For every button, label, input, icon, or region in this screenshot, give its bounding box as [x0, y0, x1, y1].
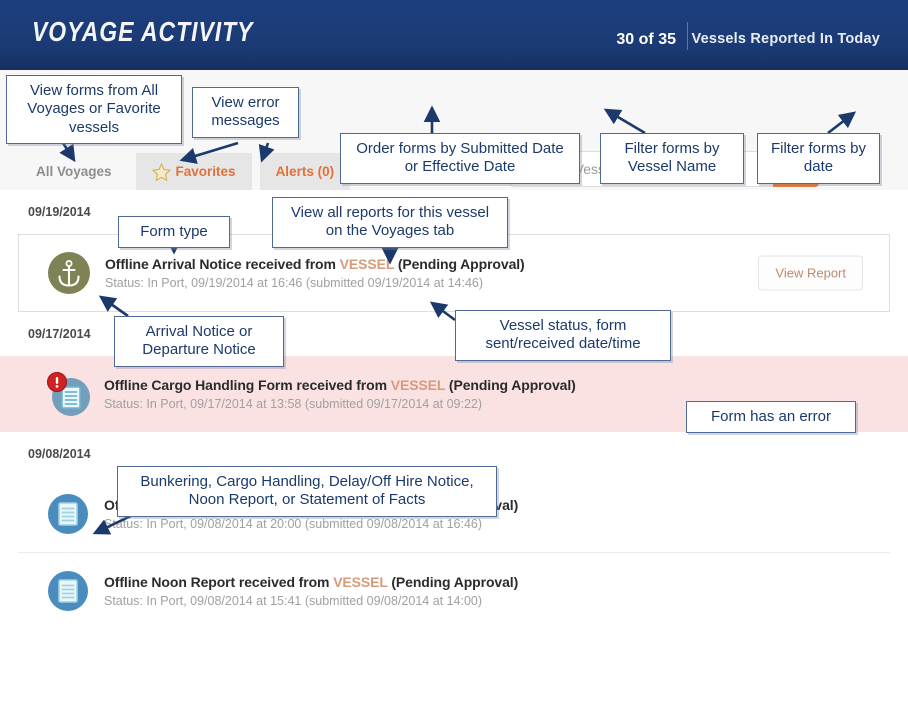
activity-status: Status: In Port, 09/17/2014 at 13:58 (su…: [104, 397, 483, 411]
header-subtitle: Vessels Reported In Today: [691, 31, 880, 47]
tab-bar: All Voyages Favorites Alerts (0): [20, 153, 351, 190]
document-icon: [46, 569, 90, 613]
tab-all-voyages-label: All Voyages: [36, 164, 112, 179]
activity-title-prefix: Offline Noon Report received from: [104, 574, 334, 590]
activity-title: Offline Cargo Handling Form received fro…: [104, 377, 908, 393]
activity-row[interactable]: Offline Noon Report received from VESSEL…: [18, 553, 890, 629]
vessel-count: 30 of 35: [616, 31, 676, 48]
activity-text: Offline Arrival Notice received from VES…: [105, 256, 889, 290]
callout-voyages-tab: View all reports for this vessel on the …: [272, 197, 508, 248]
vessel-name[interactable]: VESSEL: [390, 377, 446, 393]
activity-title: Offline Arrival Notice received from VES…: [105, 256, 889, 272]
document-icon: [46, 492, 90, 536]
activity-status: Status: In Port, 09/08/2014 at 15:41 (su…: [104, 594, 483, 608]
tab-favorites-label: Favorites: [175, 164, 236, 179]
activity-title-suffix: (Pending Approval): [387, 574, 519, 590]
activity-status: Status: In Port, 09/19/2014 at 16:46 (su…: [105, 276, 484, 290]
vessel-name[interactable]: VESSEL: [333, 574, 388, 590]
activity-text: Offline Cargo Handling Form received fro…: [104, 377, 908, 411]
header-divider: [687, 22, 688, 50]
vessel-name[interactable]: VESSEL: [339, 256, 395, 272]
page-title: VOYAGE ACTIVITY: [32, 16, 254, 47]
callout-form-type: Form type: [118, 216, 230, 249]
page-header: VOYAGE ACTIVITY 30 of 35 Vessels Reporte…: [0, 0, 908, 70]
tab-all-voyages[interactable]: All Voyages: [20, 153, 128, 190]
activity-text: Offline Noon Report received from VESSEL…: [104, 574, 890, 608]
activity-title-prefix: Offline Arrival Notice received from: [105, 256, 340, 272]
activity-title-prefix: Offline Cargo Handling Form received fro…: [104, 377, 391, 393]
callout-tabs: View forms from All Voyages or Favorite …: [6, 75, 182, 144]
activity-title-suffix: (Pending Approval): [445, 377, 576, 393]
view-report-button[interactable]: View Report: [758, 255, 863, 291]
tab-alerts[interactable]: Alerts (0): [259, 153, 351, 190]
callout-vessel-status: Vessel status, form sent/received date/t…: [455, 310, 671, 361]
activity-status: Status: In Port, 09/08/2014 at 20:00 (su…: [104, 517, 483, 531]
tab-alerts-label: Alerts (0): [275, 164, 335, 179]
tab-favorites[interactable]: Favorites: [135, 153, 252, 190]
callout-alerts: View error messages: [192, 87, 299, 138]
callout-orderby: Order forms by Submitted Date or Effecti…: [340, 133, 580, 184]
document-error-icon: [46, 372, 90, 416]
callout-form-list: Bunkering, Cargo Handling, Delay/Off Hir…: [117, 466, 497, 517]
anchor-icon: [47, 251, 91, 295]
callout-vessel-filter: Filter forms by Vessel Name: [600, 133, 744, 184]
activity-title-suffix: (Pending Approval): [394, 256, 525, 272]
star-icon: [151, 162, 171, 181]
activity-title: Offline Noon Report received from VESSEL…: [104, 574, 890, 590]
callout-notice-type: Arrival Notice or Departure Notice: [114, 316, 284, 367]
callout-date-filter: Filter forms by date: [757, 133, 880, 184]
callout-form-error: Form has an error: [686, 401, 856, 434]
